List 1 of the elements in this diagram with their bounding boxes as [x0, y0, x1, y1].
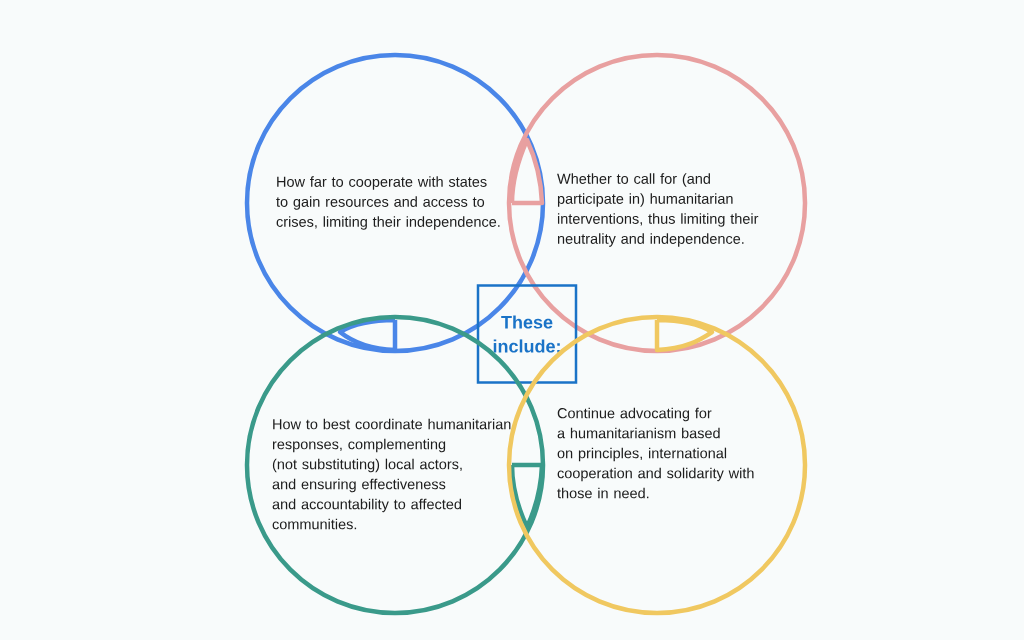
text-box: These include: — [476, 284, 578, 384]
